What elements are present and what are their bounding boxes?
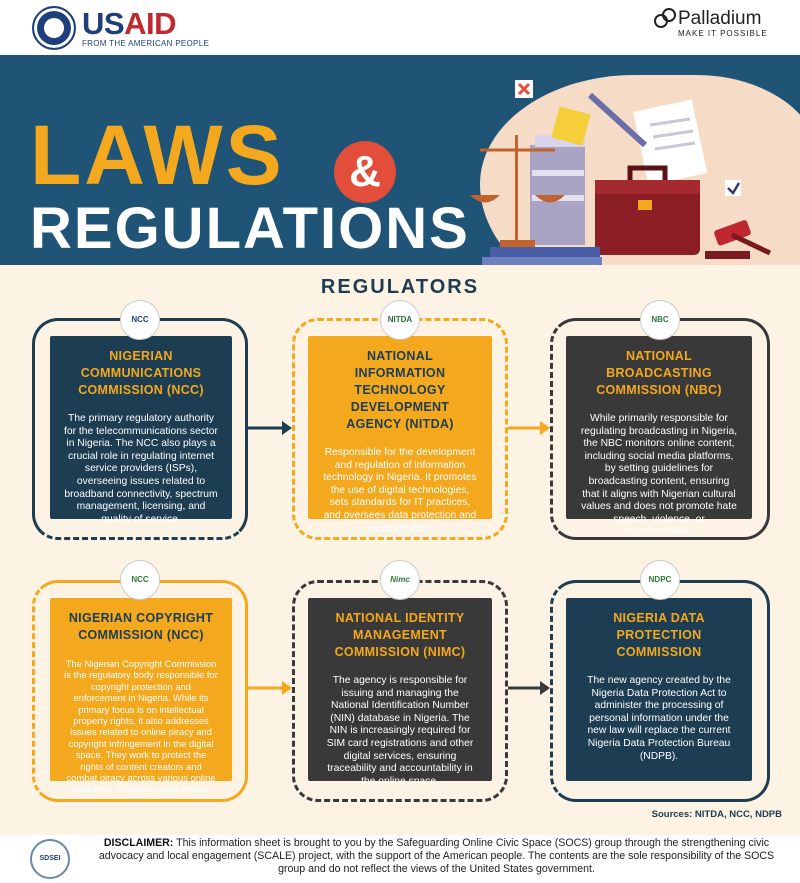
regulator-description: The Nigerian Copyright Commission is the… [64, 658, 218, 795]
disclaimer-label: DISCLAIMER: [103, 837, 174, 849]
footer: SDSEI DISCLAIMER: This information sheet… [0, 835, 800, 883]
usaid-logo: USAID FROM THE AMERICAN PEOPLE [32, 6, 209, 50]
usaid-seal-icon [32, 6, 76, 50]
usaid-wordmark: USAID [82, 5, 176, 41]
regulator-description: While primarily responsible for regulati… [580, 413, 738, 538]
palladium-mark-icon [652, 8, 676, 38]
regulator-description: The new agency created by the Nigeria Da… [587, 675, 731, 762]
nbc-logo-icon: NBC [640, 300, 680, 340]
regulator-card-nimc: NATIONAL IDENTITY MANAGEMENT COMMISSION … [308, 598, 492, 787]
hero-ampersand: & [334, 141, 396, 203]
top-logo-bar: USAID FROM THE AMERICAN PEOPLE Palladium… [0, 0, 800, 55]
regulator-title: NIGERIAN COPYRIGHT COMMISSION (NCC) [68, 611, 214, 642]
ndpc-logo-icon: NDPC [640, 560, 680, 600]
disclaimer-body: This information sheet is brought to you… [98, 837, 775, 875]
legal-illustration-icon [470, 80, 772, 265]
section-title: REGULATORS [320, 276, 480, 298]
hero-title-regulations: REGULATIONS [30, 196, 470, 261]
regulator-description: The agency is responsible for issuing an… [326, 675, 474, 787]
regulator-title: NIGERIAN COMMUNICATIONS COMMISSION (NCC) [78, 349, 204, 397]
sdsei-logo-icon: SDSEI [30, 839, 70, 879]
palladium-name: Palladium [678, 7, 762, 29]
palladium-tagline: MAKE IT POSSIBLE [678, 28, 768, 38]
regulator-card-copyright: NIGERIAN COPYRIGHT COMMISSION (NCC) The … [50, 598, 232, 794]
regulator-title: NATIONAL INFORMATION TECHNOLOGY DEVELOPM… [346, 349, 454, 431]
regulator-card-ncc: NIGERIAN COMMUNICATIONS COMMISSION (NCC)… [50, 336, 232, 525]
usaid-tagline: FROM THE AMERICAN PEOPLE [82, 38, 210, 48]
regulator-card-nitda: NATIONAL INFORMATION TECHNOLOGY DEVELOPM… [308, 336, 492, 534]
regulator-title: NATIONAL BROADCASTING COMMISSION (NBC) [596, 349, 722, 397]
ncc-logo-icon: NCC [120, 300, 160, 340]
copyright-commission-logo-icon: NCC [120, 560, 160, 600]
palladium-logo: Palladium MAKE IT POSSIBLE [652, 8, 768, 38]
sources-note: Sources: NITDA, NCC, NDPB [651, 809, 782, 820]
regulator-card-nbc: NATIONAL BROADCASTING COMMISSION (NBC) W… [566, 336, 752, 537]
hero-banner: LAWS & REGULATIONS [0, 55, 800, 265]
regulator-title: NATIONAL IDENTITY MANAGEMENT COMMISSION … [334, 611, 466, 659]
disclaimer-text: DISCLAIMER: This information sheet is br… [84, 837, 789, 876]
hero-title-laws: LAWS [30, 108, 285, 202]
nimc-logo-icon: Nimc [380, 560, 420, 600]
regulator-description: Responsible for the development and regu… [323, 447, 477, 534]
regulator-card-ndpc: NIGERIA DATA PROTECTION COMMISSION The n… [566, 598, 752, 781]
regulator-title: NIGERIA DATA PROTECTION COMMISSION [613, 611, 705, 659]
nitda-logo-icon: NITDA [380, 300, 420, 340]
regulator-description: The primary regulatory authority for the… [64, 413, 218, 525]
